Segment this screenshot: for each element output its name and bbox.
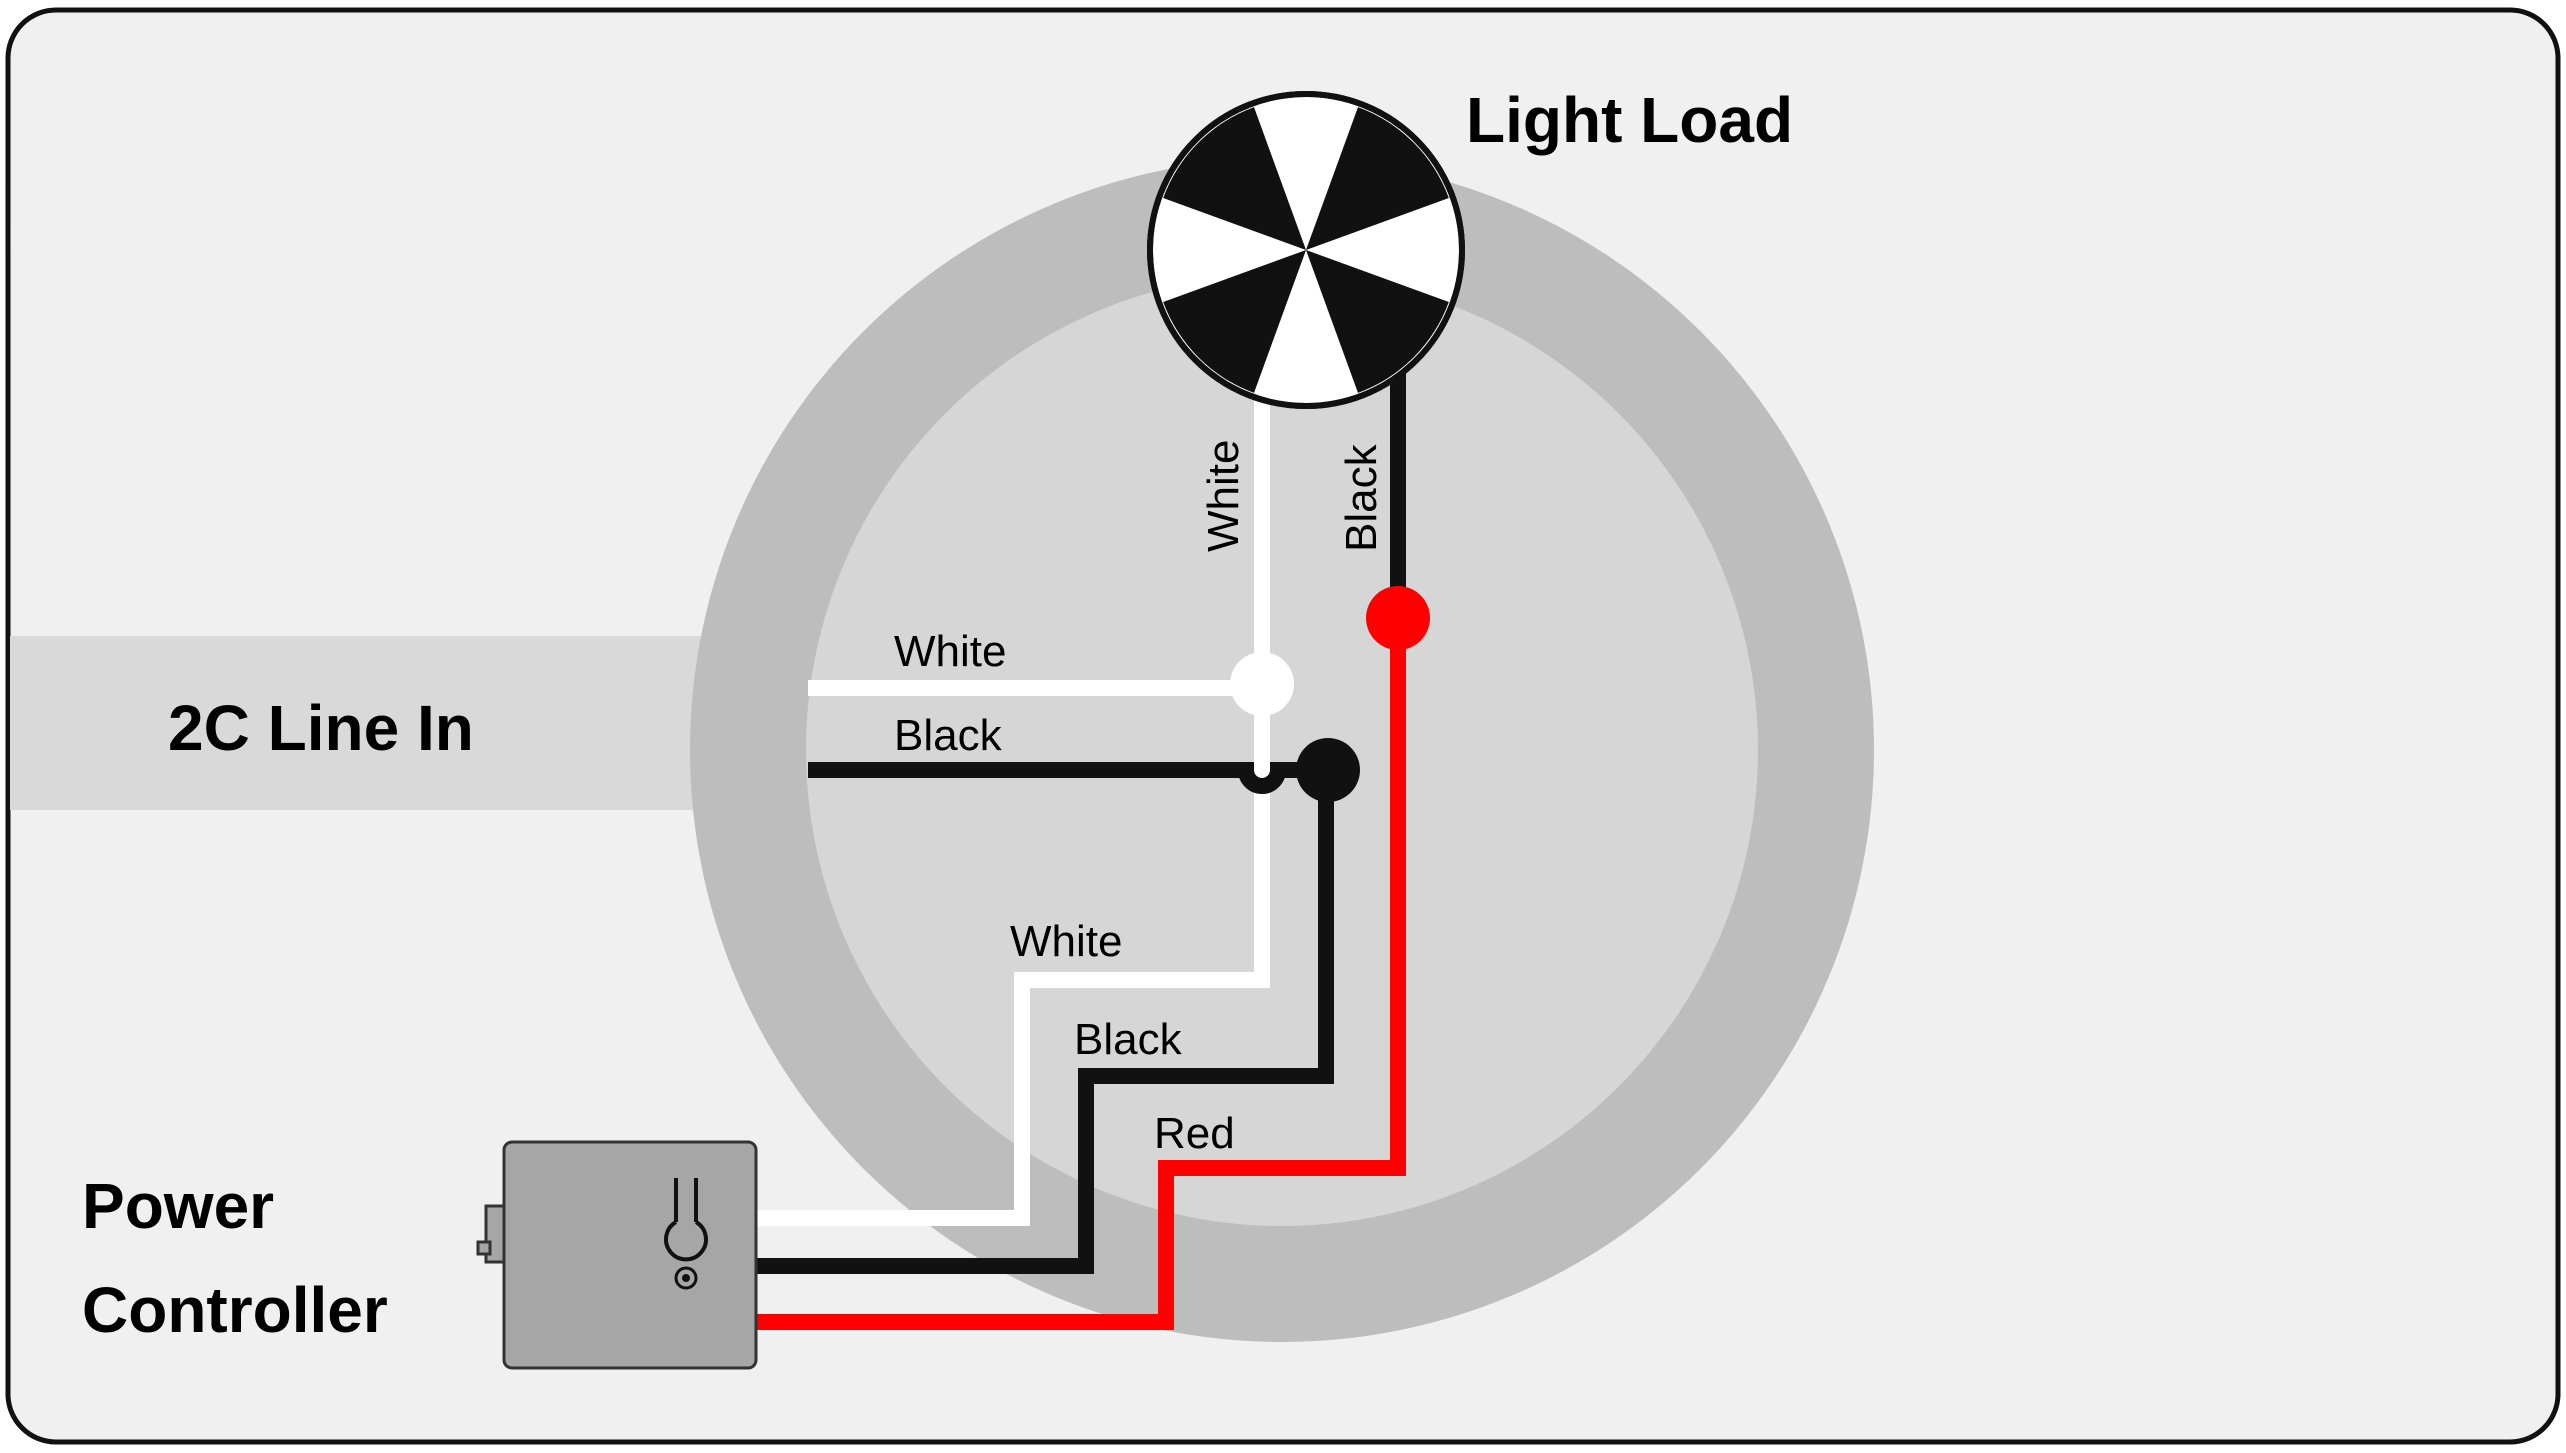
light-fixture-sector [1306, 107, 1449, 251]
light-fixture-sector [1306, 250, 1449, 393]
light-fixture-icon [1147, 91, 1465, 409]
wire-ctrl-black [756, 770, 1334, 1274]
light-fixture-sector [1163, 250, 1306, 393]
line-white-label: White [894, 627, 1006, 676]
junction-black [1296, 738, 1360, 802]
wire-line-black [808, 762, 1326, 794]
load-white-label: White [1199, 440, 1248, 552]
load-black-label: Black [1337, 443, 1386, 552]
junction-red [1366, 586, 1430, 650]
line-black-label: Black [894, 711, 1003, 760]
power-label: Power [82, 1170, 274, 1242]
line-in-band [10, 636, 710, 810]
ctrl-white-label: White [1010, 917, 1122, 966]
ctrl-black-label: Black [1074, 1015, 1183, 1064]
light-fixture-sector [1163, 107, 1306, 251]
light-load-label: Light Load [1466, 84, 1793, 156]
junction-white [1230, 652, 1294, 716]
wire-ctrl-red [756, 618, 1406, 1330]
ctrl-red-label: Red [1154, 1109, 1235, 1158]
line-in-label: 2C Line In [168, 692, 474, 764]
power-controller-icon [476, 1140, 758, 1370]
controller-label: Controller [82, 1274, 388, 1346]
